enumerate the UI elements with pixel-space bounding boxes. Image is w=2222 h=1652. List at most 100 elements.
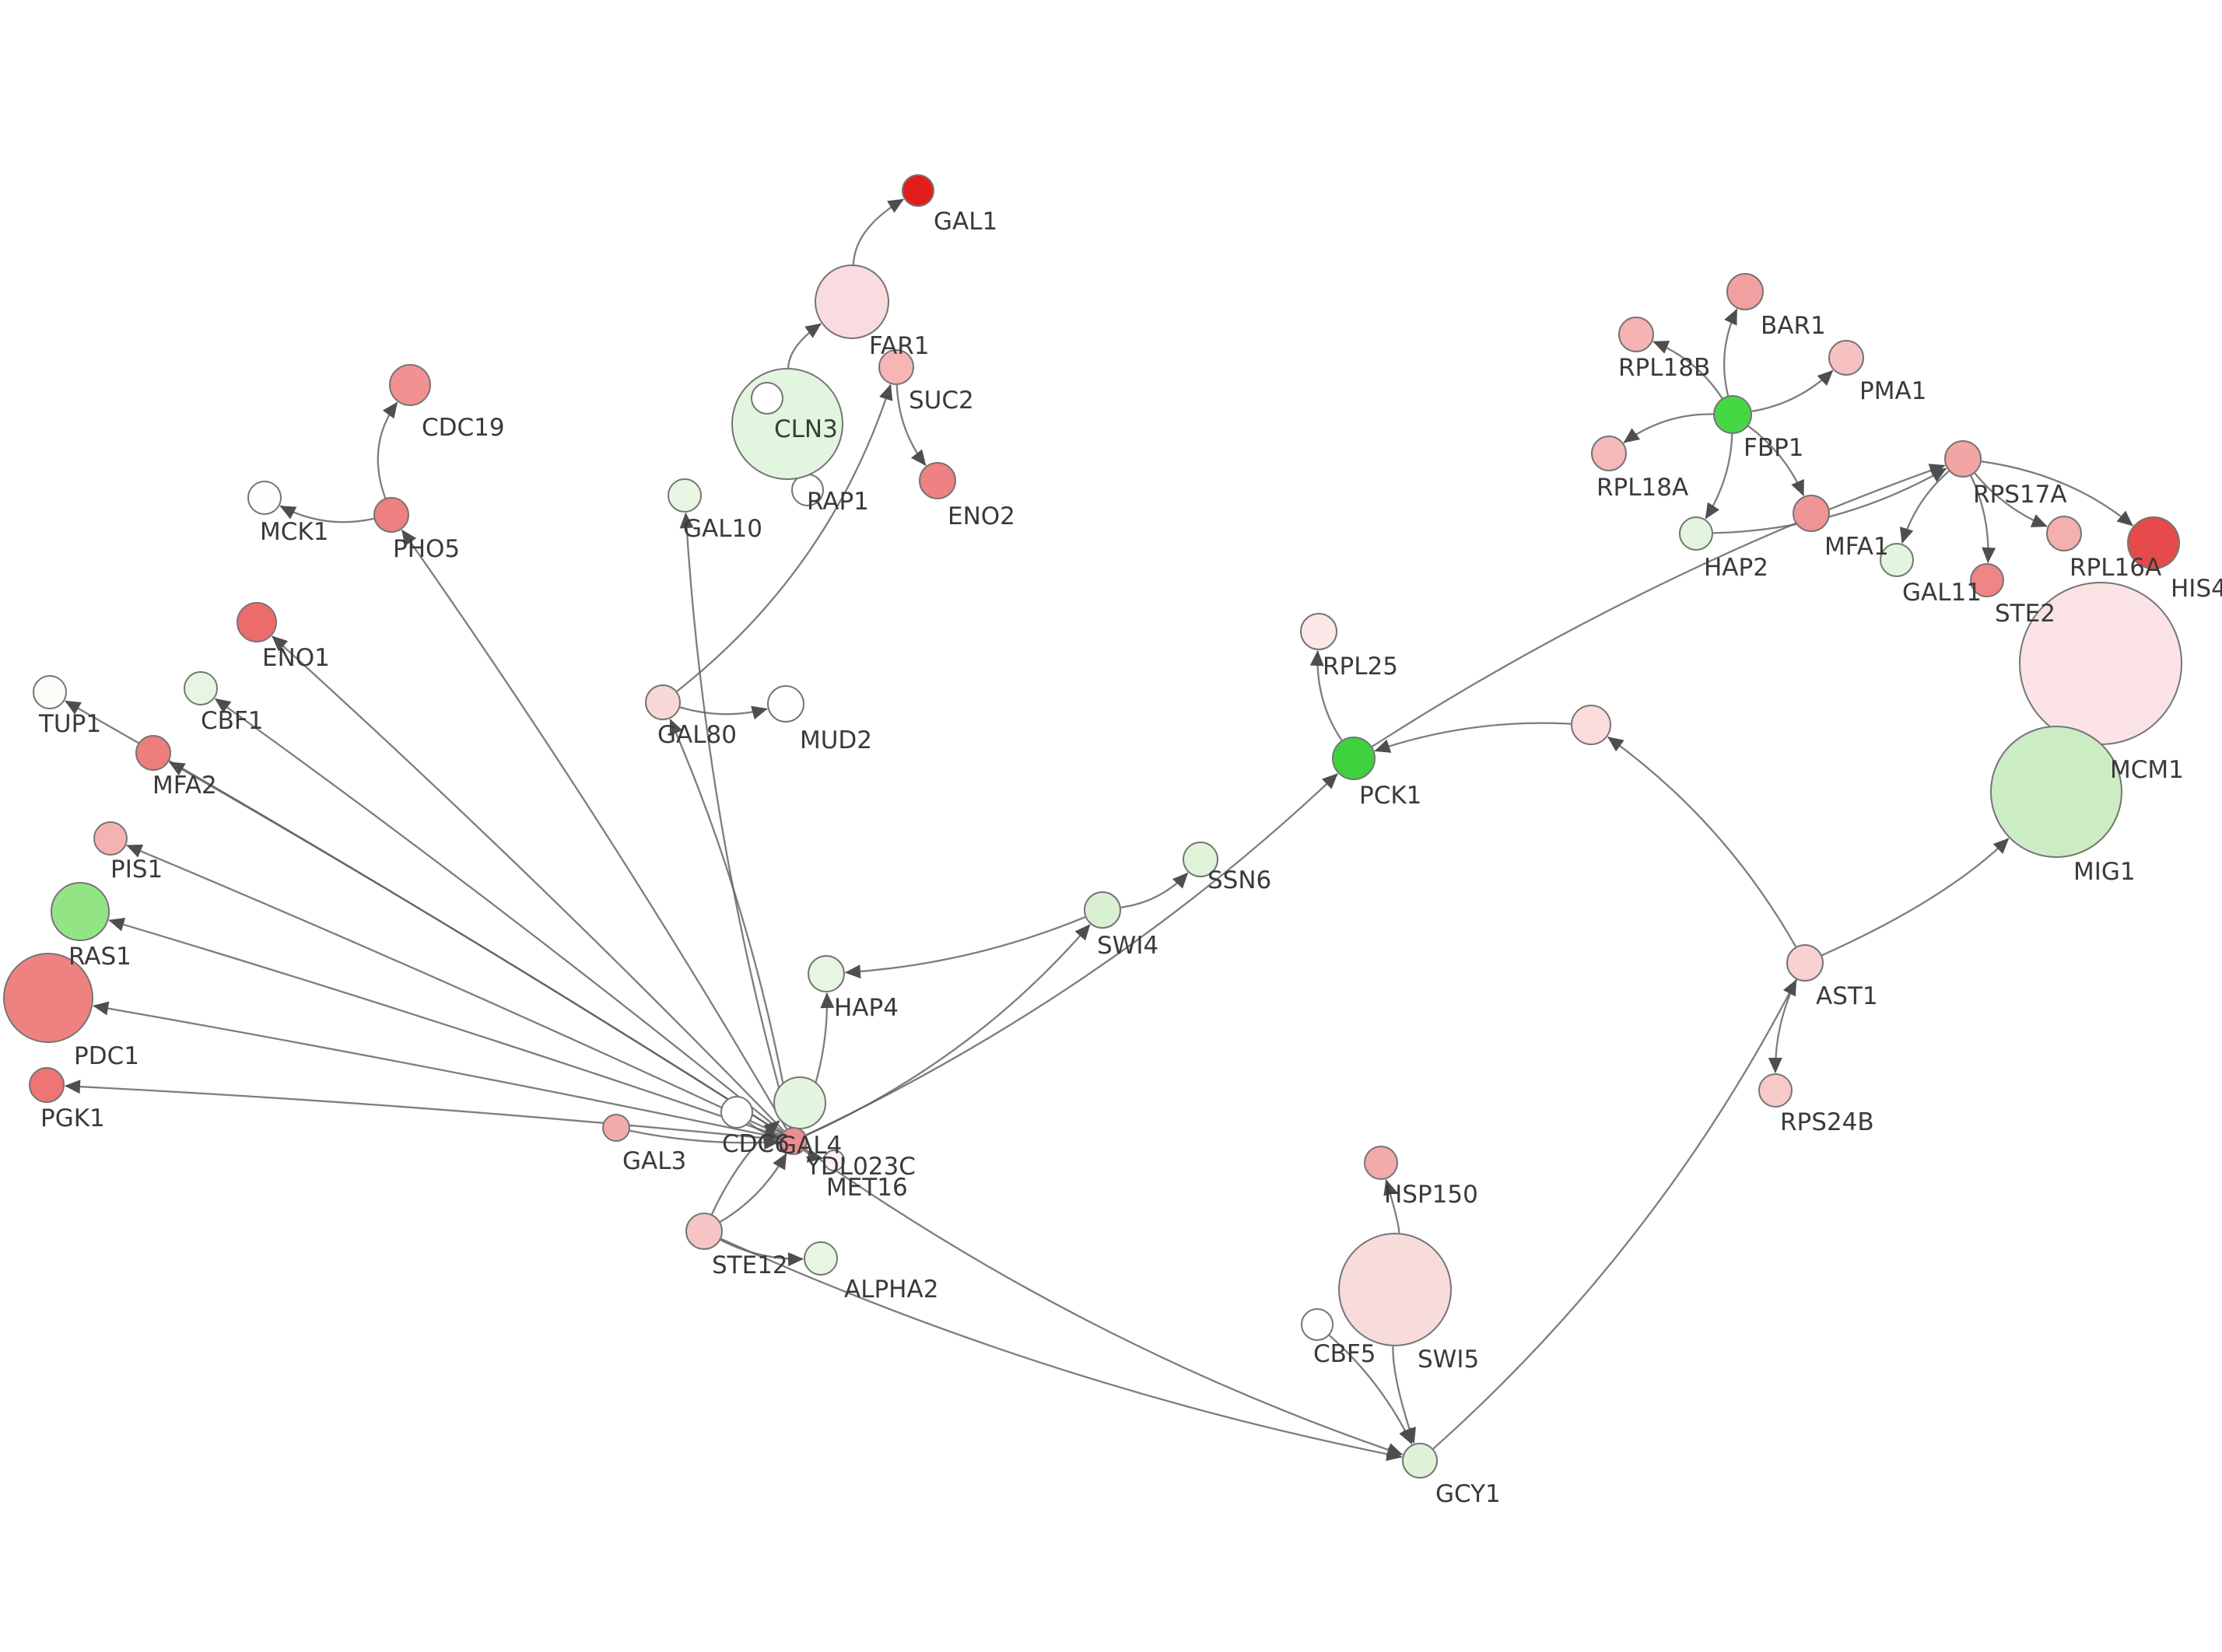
- node-RPL18B[interactable]: [1618, 317, 1654, 352]
- edge-AST1-RPS24B[interactable]: [1768, 978, 1798, 1073]
- node-AST1[interactable]: [1786, 944, 1824, 982]
- node-CBF1[interactable]: [184, 671, 218, 705]
- node-ENO2[interactable]: [919, 462, 956, 499]
- node-GAL3[interactable]: [602, 1114, 630, 1142]
- edge-GAL4-PIS1[interactable]: [126, 844, 782, 1136]
- edge-SUC2-ENO2[interactable]: [895, 384, 927, 466]
- edge-FBP1-PMA1[interactable]: [1751, 369, 1834, 413]
- node-MCK1[interactable]: [247, 481, 282, 515]
- node-PIS1[interactable]: [93, 821, 128, 856]
- edge-GAL4-RAS1[interactable]: [108, 918, 781, 1138]
- node-WHITE1[interactable]: [751, 382, 783, 415]
- edge-GAL4-GCY1[interactable]: [804, 1148, 1404, 1457]
- edge-RPS17A-STE2[interactable]: [1970, 475, 1996, 563]
- node-CDC6[interactable]: [720, 1096, 753, 1129]
- edge-PHO5-MCK1[interactable]: [279, 505, 374, 523]
- node-GAL1[interactable]: [902, 174, 934, 207]
- edge-GCY1-AST1[interactable]: [1432, 979, 1797, 1450]
- node-TUP1[interactable]: [33, 675, 67, 709]
- node-SWI4[interactable]: [1084, 891, 1121, 929]
- edge-GAL4-PGK1[interactable]: [65, 1080, 780, 1141]
- node-STE12[interactable]: [685, 1213, 723, 1250]
- node-HIS4[interactable]: [2127, 516, 2180, 569]
- edge-STE12-GAL4[interactable]: [720, 1153, 787, 1223]
- node-RPL25[interactable]: [1300, 613, 1337, 650]
- edge-GAL80-SUC2[interactable]: [676, 383, 893, 692]
- node-RPS24B[interactable]: [1758, 1073, 1793, 1108]
- node-RPL18A[interactable]: [1591, 436, 1627, 471]
- node-YDL023C[interactable]: [773, 1076, 826, 1129]
- node-CBF5[interactable]: [1301, 1308, 1334, 1341]
- edge-GAL3-GAL4[interactable]: [629, 1129, 780, 1150]
- edge-SWI4-SSN6[interactable]: [1120, 872, 1189, 908]
- node-GAL10[interactable]: [668, 478, 702, 513]
- edge-CDC6-GAL4[interactable]: [748, 1122, 780, 1142]
- node-ENO1[interactable]: [237, 602, 277, 642]
- node-HAP2[interactable]: [1679, 516, 1713, 551]
- edge-RPS17A-RPL16A[interactable]: [1974, 472, 2048, 527]
- edge-SWI5-HSP150[interactable]: [1383, 1179, 1400, 1234]
- edge-PCK1-RPS17A[interactable]: [1371, 464, 1946, 747]
- edge-GAL4-MFA2[interactable]: [168, 761, 783, 1135]
- node-PINK1[interactable]: [1571, 705, 1611, 745]
- node-PHO5[interactable]: [373, 497, 409, 533]
- node-SSN6[interactable]: [1183, 842, 1218, 877]
- edge-GAL4-PDC1[interactable]: [93, 1001, 780, 1139]
- edge-STE12-ALPHA2[interactable]: [720, 1239, 804, 1267]
- edge-GAL4-SWI4[interactable]: [805, 924, 1091, 1136]
- node-MIG1[interactable]: [1990, 726, 2122, 858]
- edge-GAL4-PCK1[interactable]: [805, 773, 1338, 1136]
- edge-PINK1-PCK1[interactable]: [1374, 722, 1572, 753]
- node-MUD2[interactable]: [767, 685, 804, 723]
- node-SWI5[interactable]: [1338, 1233, 1452, 1346]
- node-PCK1[interactable]: [1332, 737, 1376, 780]
- node-BAR1[interactable]: [1726, 273, 1764, 310]
- edge-PCK1-RPL25[interactable]: [1309, 650, 1343, 741]
- node-FAR1[interactable]: [815, 264, 889, 339]
- edge-GAL4-PHO5[interactable]: [401, 529, 787, 1130]
- node-PGK1[interactable]: [29, 1067, 65, 1103]
- edge-GAL4-MET16[interactable]: [803, 1149, 824, 1163]
- edge-CBF5-GCY1[interactable]: [1328, 1335, 1413, 1445]
- node-HAP4[interactable]: [808, 955, 845, 992]
- edge-FBP1-HAP2[interactable]: [1705, 433, 1733, 520]
- edge-RPS17A-GAL11[interactable]: [1899, 470, 1950, 544]
- node-MFA2[interactable]: [135, 735, 171, 771]
- node-RPS17A[interactable]: [1944, 440, 1982, 478]
- edge-SWI4-HAP4[interactable]: [844, 916, 1086, 979]
- node-GCY1[interactable]: [1402, 1443, 1438, 1479]
- node-CDC19[interactable]: [389, 364, 431, 406]
- edge-STE12-GCY1[interactable]: [720, 1237, 1403, 1461]
- edge-RPS17A-HIS4[interactable]: [1981, 460, 2133, 527]
- node-GAL4[interactable]: [780, 1127, 808, 1155]
- edge-GAL4-CBF1[interactable]: [214, 698, 783, 1133]
- edge-FBP1-RPL18B[interactable]: [1652, 341, 1723, 399]
- edge-AST1-MIG1[interactable]: [1821, 838, 2010, 957]
- edge-FBP1-RPL18A[interactable]: [1623, 413, 1714, 443]
- edge-GAL4-ENO1[interactable]: [272, 635, 785, 1132]
- edge-GAL4-GAL10[interactable]: [679, 513, 791, 1129]
- node-STE2[interactable]: [1970, 563, 2004, 597]
- node-PDC1[interactable]: [3, 953, 93, 1043]
- node-SUC2[interactable]: [878, 349, 914, 385]
- edge-GAL4-TUP1[interactable]: [65, 700, 783, 1135]
- edge-GAL80-MUD2[interactable]: [679, 705, 768, 719]
- edge-FAR1-GAL1[interactable]: [852, 198, 904, 265]
- edge-AST1-PINK1[interactable]: [1607, 736, 1797, 947]
- edge-CLN3-FAR1[interactable]: [787, 323, 822, 369]
- node-RPL16A[interactable]: [2046, 516, 2082, 551]
- edge-FBP1-MFA1[interactable]: [1747, 425, 1805, 496]
- node-GAL80[interactable]: [645, 684, 681, 720]
- edge-PHO5-CDC19[interactable]: [377, 401, 398, 499]
- node-FBP1[interactable]: [1713, 395, 1752, 434]
- edge-GAL4-GAL80[interactable]: [669, 719, 793, 1128]
- node-PMA1[interactable]: [1828, 340, 1864, 376]
- node-GAL11[interactable]: [1880, 543, 1914, 577]
- edge-HAP2-RPS17A[interactable]: [1712, 467, 1947, 534]
- node-RAS1[interactable]: [51, 882, 110, 941]
- node-ALPHA2[interactable]: [804, 1241, 838, 1276]
- node-MFA1[interactable]: [1793, 495, 1830, 532]
- node-MET16[interactable]: [823, 1150, 845, 1171]
- edge-FBP1-BAR1[interactable]: [1723, 308, 1738, 396]
- node-HSP150[interactable]: [1364, 1146, 1398, 1180]
